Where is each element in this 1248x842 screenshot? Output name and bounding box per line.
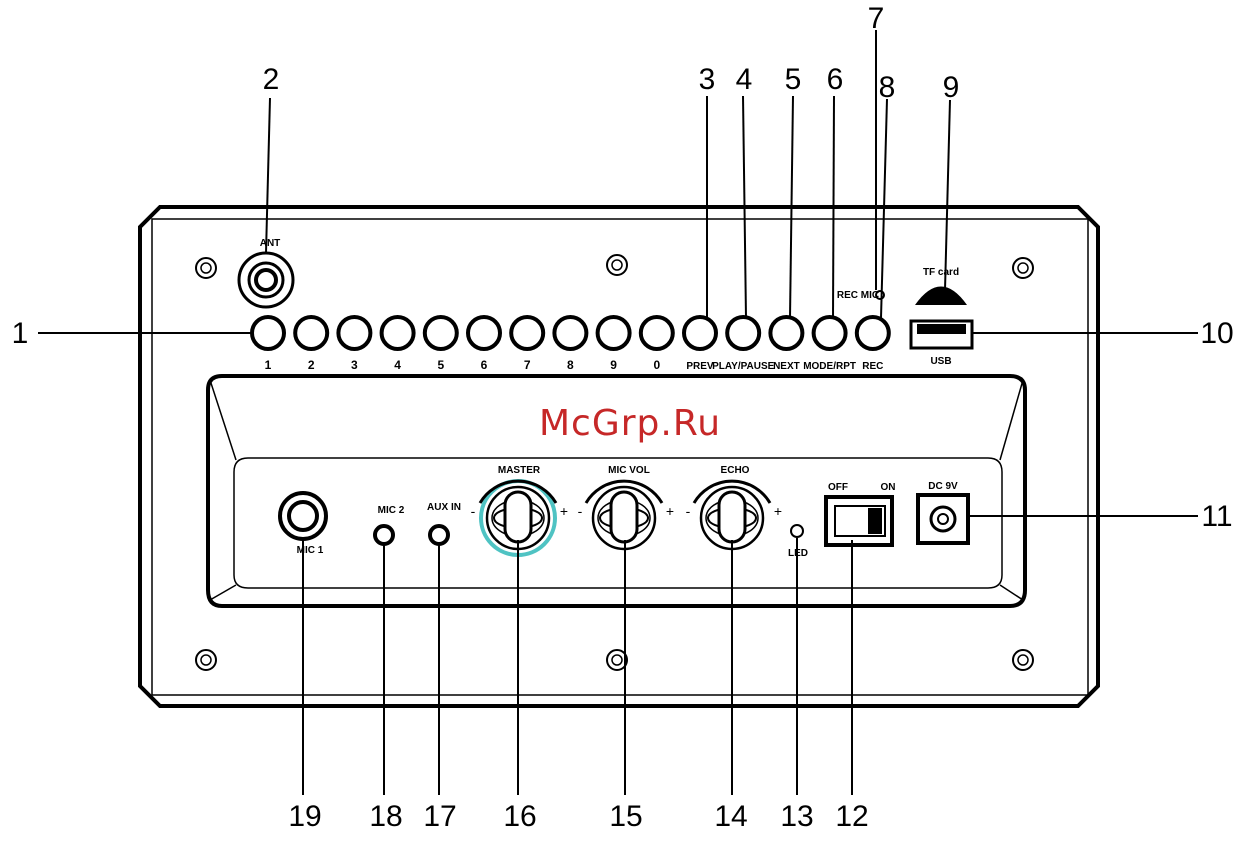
watermark: McGrp.Ru [539,403,721,444]
mic-vol-plus: + [666,503,674,519]
echo-knob[interactable] [694,481,770,549]
on-label: ON [881,482,896,493]
key-7-label: 7 [524,358,531,372]
key-0-button[interactable] [641,317,673,349]
callout-1: 1 [12,317,29,350]
mic-vol-label: MIC VOL [608,465,650,476]
recess-bevel [1000,380,1023,460]
screw [607,255,627,275]
callout-13: 13 [780,800,813,833]
callout-17: 17 [423,800,456,833]
screw [1013,258,1033,278]
aux-in-jack[interactable] [430,526,448,544]
key-4-button[interactable] [382,317,414,349]
master-minus: - [471,503,476,519]
key-9-label: 9 [610,358,617,372]
leader-line-9 [945,100,950,290]
mic-vol-knob[interactable] [586,481,662,549]
master-label: MASTER [498,465,541,476]
mic1-label: MIC 1 [297,545,324,556]
led-indicator [791,525,803,537]
callout-8: 8 [879,71,896,104]
master-plus: + [560,503,568,519]
key-6-button[interactable] [468,317,500,349]
mic2-label: MIC 2 [378,505,405,516]
key-2-label: 2 [308,358,315,372]
callout-18: 18 [369,800,402,833]
screw [196,258,216,278]
key-4-label: 4 [394,358,401,372]
echo-minus: - [686,503,691,519]
key-1-button[interactable] [252,317,284,349]
recess-bevel [210,380,236,460]
key-7-button[interactable] [511,317,543,349]
play-pause-label: PLAY/PAUSE [712,361,775,372]
key-3-button[interactable] [338,317,370,349]
recess-bevel [1000,585,1023,600]
callout-10: 10 [1200,317,1233,350]
key-8-button[interactable] [554,317,586,349]
prev-button[interactable] [684,317,716,349]
next-label: NEXT [773,361,800,372]
key-8-label: 8 [567,358,574,372]
recess-bevel [210,585,236,600]
callout-9: 9 [943,71,960,104]
rec-mic-label: REC MIC [837,290,879,301]
echo-label: ECHO [721,465,750,476]
callout-2: 2 [263,63,280,96]
leader-line-2 [266,98,270,253]
power-switch[interactable] [826,497,892,545]
screw [196,650,216,670]
key-5-label: 5 [437,358,444,372]
key-0-label: 0 [653,358,660,372]
mode-rpt-button[interactable] [814,317,846,349]
key-9-button[interactable] [598,317,630,349]
callout-19: 19 [288,800,321,833]
aux-in-label: AUX IN [427,502,461,513]
play-pause-button[interactable] [727,317,759,349]
master-knob[interactable] [480,481,556,549]
antenna-label: ANT [260,238,281,249]
mic-vol-minus: - [578,503,583,519]
antenna-jack[interactable] [239,253,293,307]
leader-line-6 [833,96,834,318]
usb-port-tongue [917,324,966,334]
prev-label: PREV [686,361,714,372]
callout-7: 7 [868,2,885,35]
key-5-button[interactable] [425,317,457,349]
echo-plus: + [774,503,782,519]
next-button[interactable] [770,317,802,349]
dc-power-jack[interactable] [918,495,968,543]
tf-card-slot[interactable] [915,287,967,306]
callout-4: 4 [736,63,753,96]
rec-button[interactable] [857,317,889,349]
key-3-label: 3 [351,358,358,372]
key-2-button[interactable] [295,317,327,349]
mode-rpt-label: MODE/RPT [803,361,856,372]
mic2-jack[interactable] [375,526,393,544]
callout-3: 3 [699,63,716,96]
callout-5: 5 [785,63,802,96]
screw [1013,650,1033,670]
key-6-label: 6 [481,358,488,372]
callout-6: 6 [827,63,844,96]
rec-label: REC [862,361,883,372]
callout-12: 12 [835,800,868,833]
usb-label: USB [930,356,951,367]
off-label: OFF [828,482,848,493]
tf-card-label: TF card [923,267,959,278]
mic1-jack[interactable] [280,493,326,539]
key-1-label: 1 [265,358,272,372]
callout-15: 15 [609,800,642,833]
callout-11: 11 [1201,500,1232,533]
callout-14: 14 [714,800,747,833]
dc-label: DC 9V [928,481,958,492]
callout-16: 16 [503,800,536,833]
